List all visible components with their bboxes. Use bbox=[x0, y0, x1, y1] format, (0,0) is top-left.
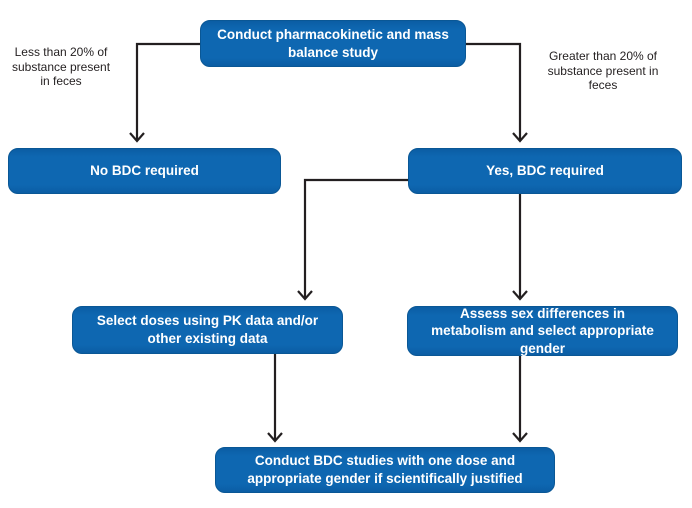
connector-yes-bdc-to-assess-sex bbox=[512, 194, 528, 301]
flow-node-select-doses: Select doses using PK data and/or other … bbox=[72, 306, 343, 354]
flow-node-assess-sex-differences: Assess sex differences in metabolism and… bbox=[407, 306, 678, 356]
connector-assess-sex-to-conduct-bdc bbox=[512, 356, 528, 443]
arrowhead-down-icon bbox=[512, 290, 528, 301]
flow-node-conduct-pk-study: Conduct pharmacokinetic and mass balance… bbox=[200, 20, 466, 67]
connector-select-doses-to-conduct-bdc bbox=[267, 354, 283, 443]
connector-top-to-yes-bdc bbox=[465, 42, 528, 143]
connector-top-to-no-bdc bbox=[129, 42, 201, 143]
connector-yes-bdc-to-select-doses bbox=[297, 178, 408, 301]
arrowhead-down-icon bbox=[267, 432, 283, 443]
flow-node-conduct-bdc-studies: Conduct BDC studies with one dose and ap… bbox=[215, 447, 555, 493]
branch-label-greater-than-20: Greater than 20% of substance present in… bbox=[547, 49, 659, 93]
arrowhead-down-icon bbox=[512, 432, 528, 443]
arrowhead-down-icon bbox=[512, 132, 528, 143]
flow-node-yes-bdc-required: Yes, BDC required bbox=[408, 148, 682, 194]
flow-node-no-bdc-required: No BDC required bbox=[8, 148, 281, 194]
arrowhead-down-icon bbox=[297, 290, 313, 301]
branch-label-less-than-20: Less than 20% of substance present in fe… bbox=[11, 45, 111, 89]
arrowhead-down-icon bbox=[129, 132, 145, 143]
